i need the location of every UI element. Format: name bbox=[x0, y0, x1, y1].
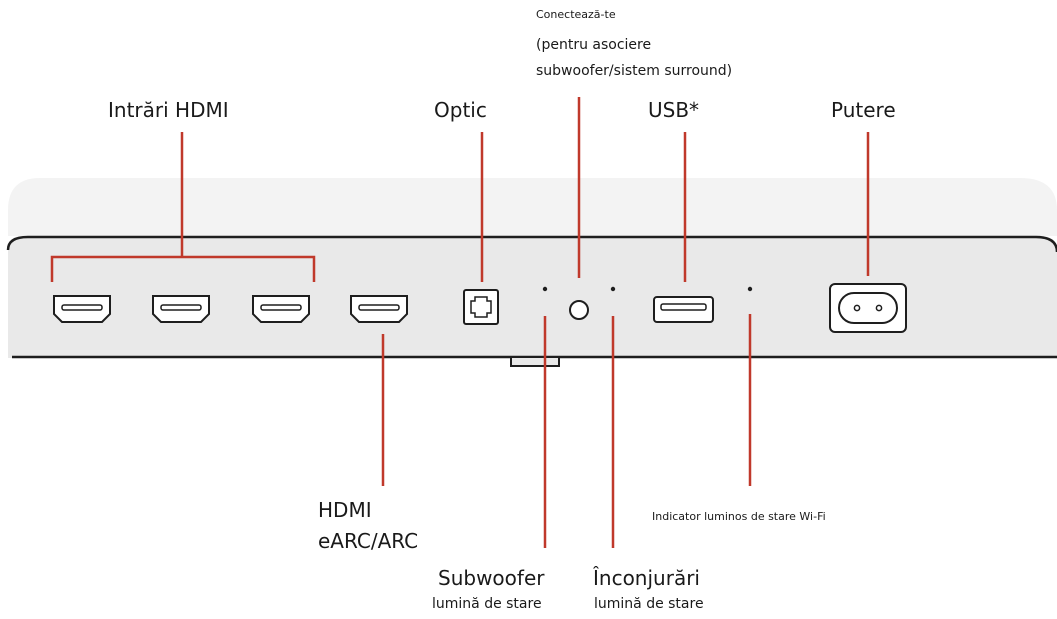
label-optical: Optic bbox=[434, 98, 487, 122]
usb-port-icon bbox=[653, 296, 714, 323]
label-hdmi-earc-line1: HDMI bbox=[318, 498, 372, 522]
label-subwoofer: Subwoofer bbox=[438, 566, 545, 590]
connect-button-icon bbox=[569, 300, 589, 320]
label-hdmi-inputs: Intrări HDMI bbox=[108, 98, 229, 122]
bracket-hdmi-inputs bbox=[50, 255, 316, 282]
label-surround: Înconjurări bbox=[593, 566, 700, 590]
hdmi-port-icon bbox=[53, 295, 111, 323]
optical-port-icon bbox=[463, 289, 499, 325]
label-connect-title: Conectează-te bbox=[536, 8, 616, 21]
panel-top-edge bbox=[6, 235, 1057, 253]
device-rear-panel bbox=[8, 236, 1057, 358]
wifi-status-led-icon bbox=[747, 286, 753, 292]
label-connect-line3: subwoofer/sistem surround) bbox=[536, 63, 733, 79]
surround-status-led-icon bbox=[610, 286, 616, 292]
label-hdmi-earc-line2: eARC/ARC bbox=[318, 529, 419, 553]
label-surround-status: lumină de stare bbox=[594, 596, 704, 612]
label-power: Putere bbox=[831, 98, 896, 122]
label-wifi-indicator: Indicator luminos de stare Wi-Fi bbox=[652, 510, 826, 523]
hdmi-port-icon bbox=[252, 295, 310, 323]
label-usb: USB* bbox=[648, 98, 700, 122]
hdmi-earc-port-icon bbox=[350, 295, 408, 323]
label-connect-line2: (pentru asociere bbox=[536, 37, 652, 53]
label-subwoofer-status: lumină de stare bbox=[432, 596, 542, 612]
subwoofer-status-led-icon bbox=[542, 286, 548, 292]
stand-foot bbox=[510, 358, 560, 367]
device-top-surface bbox=[8, 178, 1057, 236]
hdmi-port-icon bbox=[152, 295, 210, 323]
power-socket-icon bbox=[829, 283, 907, 333]
